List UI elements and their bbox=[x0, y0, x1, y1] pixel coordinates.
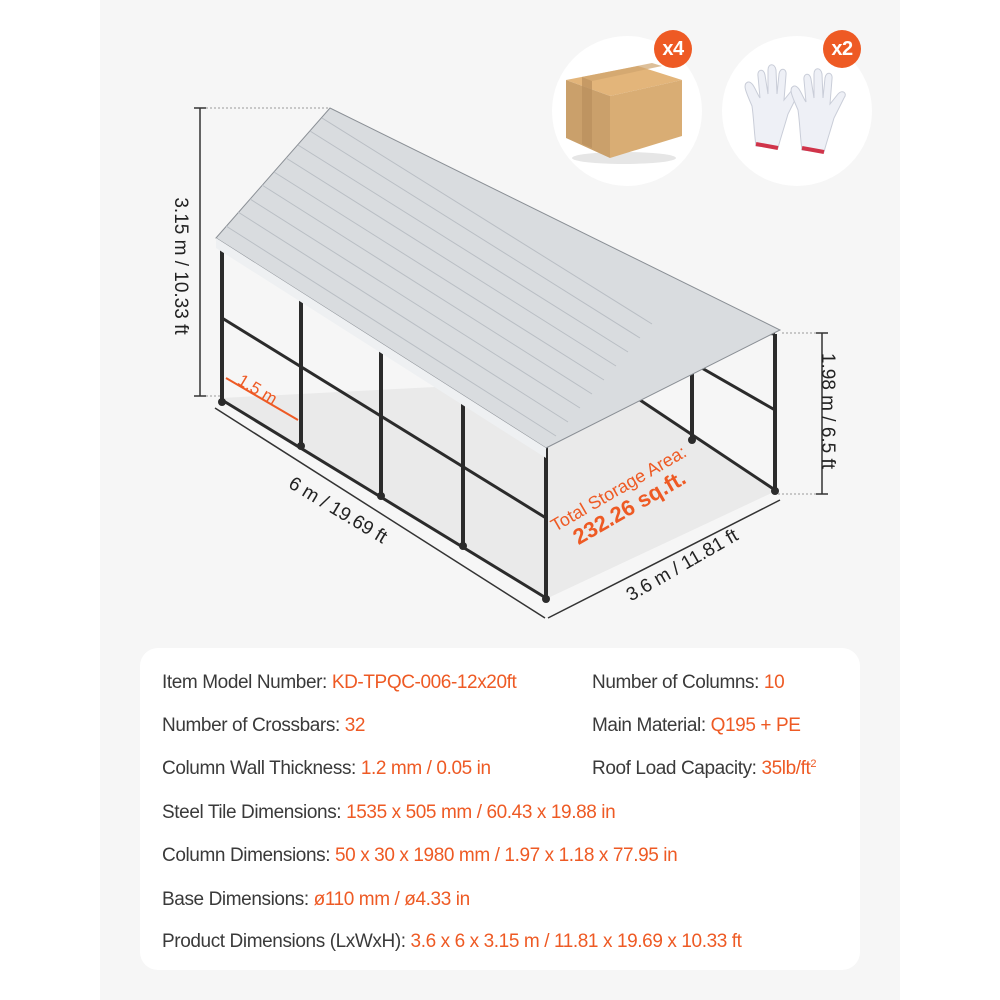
quantity-badge-box: x4 bbox=[654, 30, 692, 68]
spec-columns: Number of Columns: 10 bbox=[592, 672, 785, 693]
spec-card: Item Model Number: KD-TPQC-006-12x20ft N… bbox=[140, 648, 860, 970]
spec-product-dimensions: Product Dimensions (LxWxH): 3.6 x 6 x 3.… bbox=[162, 931, 742, 952]
spec-model-number: Item Model Number: KD-TPQC-006-12x20ft bbox=[162, 672, 517, 693]
spec-material: Main Material: Q195 + PE bbox=[592, 715, 801, 736]
carport-diagram bbox=[194, 107, 828, 619]
gloves-icon bbox=[744, 64, 846, 154]
spec-crossbars: Number of Crossbars: 32 bbox=[162, 715, 366, 736]
spec-roof-load: Roof Load Capacity: 35lb/ft2 bbox=[592, 758, 817, 779]
dim-side-height: 1.98 m / 6.5 ft bbox=[817, 352, 838, 470]
spec-wall-thickness: Column Wall Thickness: 1.2 mm / 0.05 in bbox=[162, 758, 491, 779]
spacing-arrow bbox=[225, 377, 299, 421]
spec-column-dimensions: Column Dimensions: 50 x 30 x 1980 mm / 1… bbox=[162, 845, 678, 866]
roof-ribs bbox=[225, 117, 653, 437]
dim-total-height: 3.15 m / 10.33 ft bbox=[170, 197, 191, 335]
spec-steel-tile: Steel Tile Dimensions: 1535 x 505 mm / 6… bbox=[162, 802, 616, 823]
cardboard-box-icon bbox=[566, 63, 682, 164]
quantity-badge-gloves: x2 bbox=[823, 30, 861, 68]
roof-edge bbox=[216, 238, 546, 458]
spec-base-dimensions: Base Dimensions: ø110 mm / ø4.33 in bbox=[162, 889, 470, 910]
